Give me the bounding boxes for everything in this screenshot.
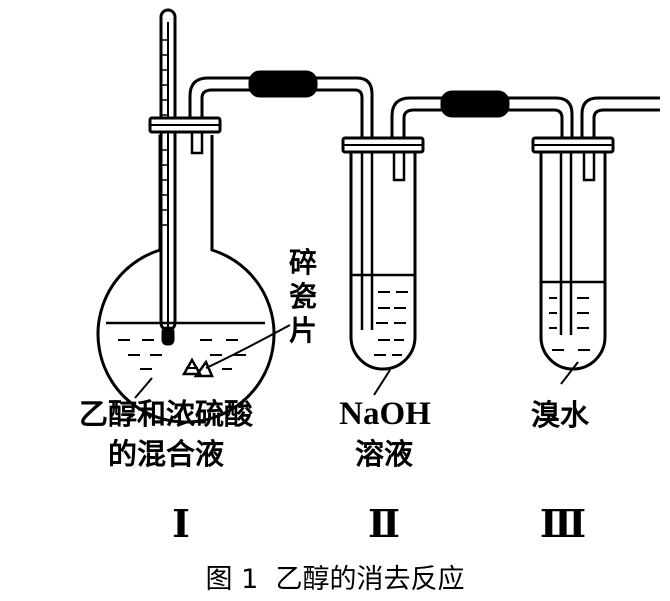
delivery-tube-2 [390, 90, 574, 140]
bromine-liquid-dashes [549, 297, 590, 351]
numeral-three: Ⅲ [540, 504, 586, 546]
numeral-one: Ⅰ [172, 504, 190, 546]
leader-chips [205, 324, 291, 369]
delivery-tube-1 [188, 70, 374, 138]
label-bromine-water: 溴水 [531, 398, 590, 432]
label-chips-2: 瓷 [289, 280, 317, 313]
label-chips-1: 碎 [289, 246, 317, 279]
porcelain-chips [181, 357, 214, 378]
flask-outlet-tube [190, 132, 204, 155]
leader-bromine [560, 361, 579, 385]
leader-lines [134, 324, 579, 399]
flask-apparatus [96, 8, 276, 424]
figure-caption: 图 1 乙醇的消去反应 [206, 564, 465, 595]
label-naoh-line1: NaOH [339, 396, 431, 432]
flask-liquid-dashes [118, 339, 246, 370]
naoh-test-tube [341, 136, 425, 371]
label-chips-3: 片 [289, 314, 317, 347]
outlet-tube [580, 96, 660, 140]
naoh-liquid-dashes [374, 291, 408, 356]
label-naoh-line2: 溶液 [355, 437, 413, 471]
rubber-connector-2 [440, 90, 510, 118]
leader-mixture [134, 377, 153, 399]
naoh-tube-body [349, 152, 417, 371]
rubber-connector-1 [248, 70, 318, 98]
leader-naoh [373, 369, 391, 396]
label-mixture-line2: 的混合液 [108, 437, 224, 471]
label-mixture-line1: 乙醇和浓硫酸 [79, 397, 254, 431]
thermometer-bulb [161, 326, 175, 346]
bromine-tube-body [539, 152, 607, 371]
bromine-test-tube [531, 136, 615, 371]
round-bottom-flask [96, 135, 276, 424]
numeral-two: Ⅱ [368, 504, 400, 546]
thermometer [159, 8, 177, 346]
